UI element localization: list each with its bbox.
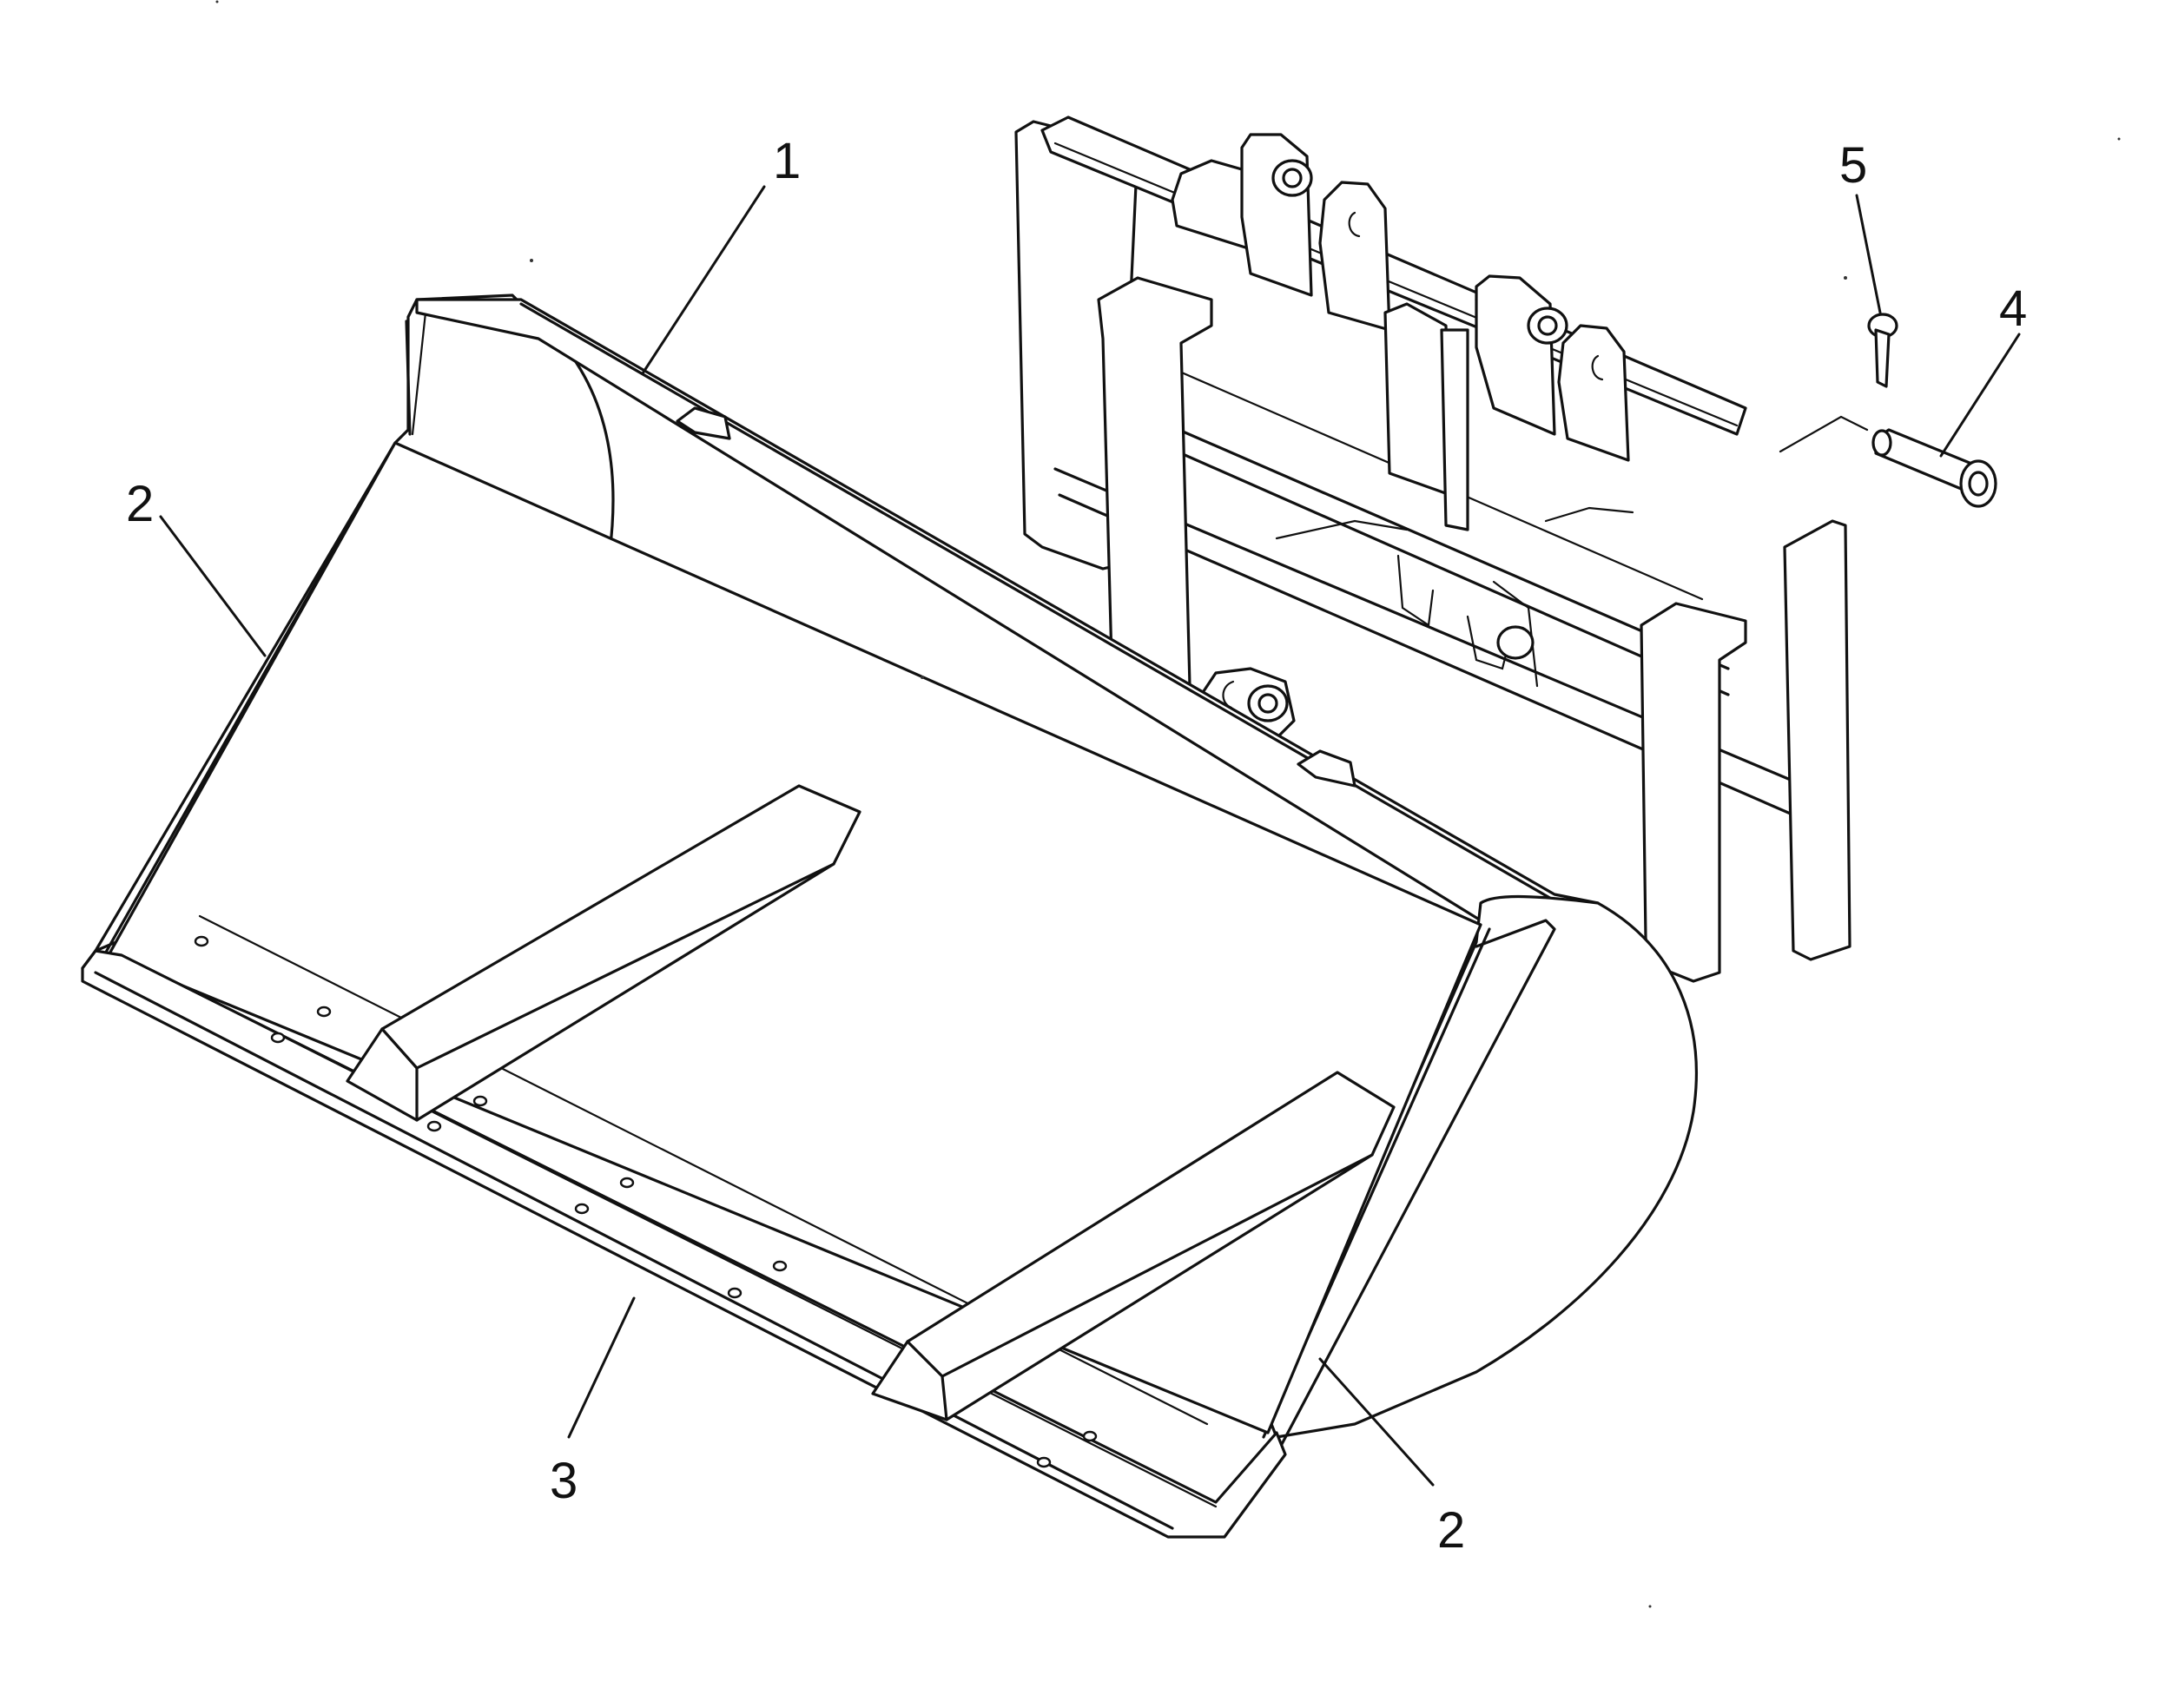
bolt-part [1867, 313, 1898, 388]
mounting-frame [1014, 115, 1851, 983]
callout-2-left: 2 [126, 476, 154, 532]
callout-2-right: 2 [1437, 1502, 1465, 1559]
callout-3: 3 [550, 1453, 578, 1509]
scan-specks [215, 0, 2121, 1608]
callout-5: 5 [1839, 137, 1867, 194]
bucket-body [81, 293, 1698, 1539]
leader-lines [159, 185, 2021, 1487]
callout-4: 4 [1999, 280, 2027, 337]
callout-labels: 1 2 2 3 4 5 [126, 133, 2027, 1559]
pin-part [1779, 415, 1997, 508]
callout-1: 1 [773, 133, 801, 189]
cutting-edge-bolt-holes [194, 935, 1098, 1468]
